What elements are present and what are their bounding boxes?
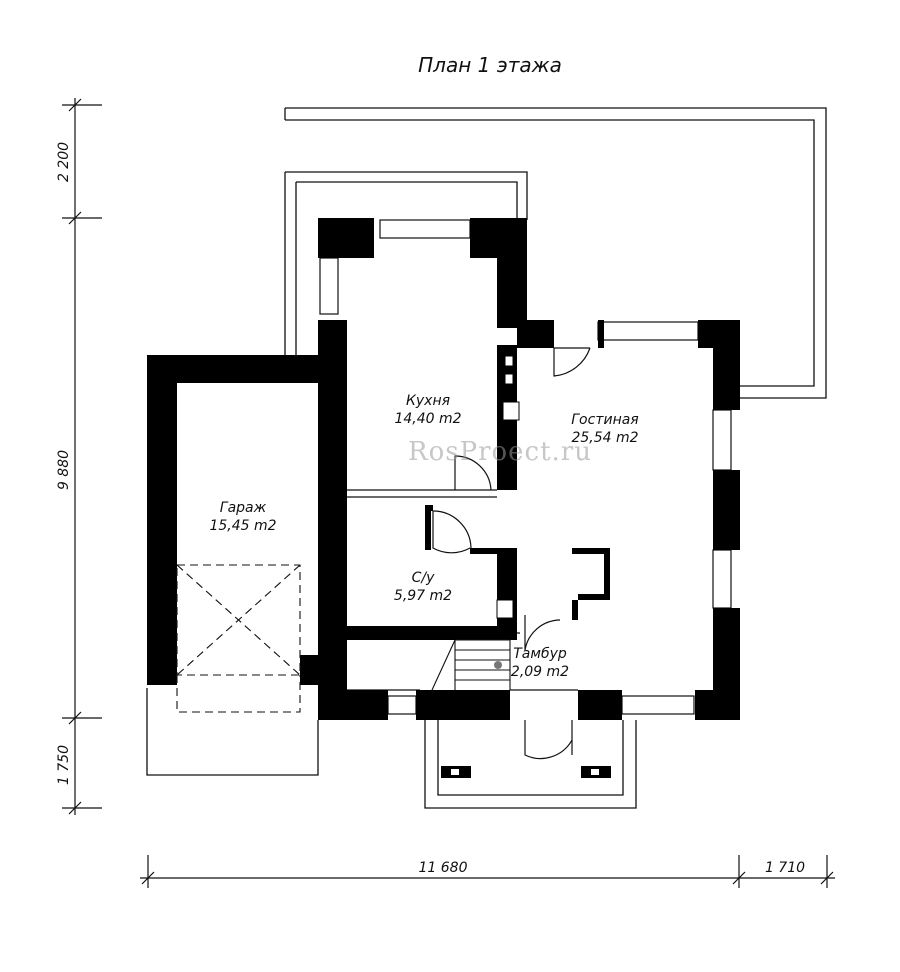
room-garage-name: Гараж <box>220 500 267 516</box>
dim-left-top: 2 200 <box>56 142 72 182</box>
stairs <box>431 639 511 691</box>
garage-pit <box>176 564 301 713</box>
dim-left-middle: 9 880 <box>56 450 72 490</box>
room-garage-area: 15,45 m2 <box>209 518 276 534</box>
doors <box>432 347 591 760</box>
watermark: RosProect.ru <box>408 437 592 467</box>
walls <box>147 218 740 720</box>
room-living-area: 25,54 m2 <box>571 430 638 446</box>
plan-title: План 1 этажа <box>418 53 562 77</box>
room-vestibule-area: 2,09 m2 <box>511 664 569 680</box>
terrace <box>284 107 827 399</box>
dim-bottom-right: 1 710 <box>765 860 805 876</box>
left-dimension-line <box>62 98 102 815</box>
room-bathroom-name: С/у <box>412 570 435 586</box>
garage-apron <box>146 688 319 776</box>
room-vestibule-name: Тамбур <box>513 646 567 662</box>
stair-marker <box>494 661 502 669</box>
room-kitchen-area: 14,40 m2 <box>394 411 461 427</box>
room-bathroom-area: 5,97 m2 <box>394 588 452 604</box>
room-kitchen-name: Кухня <box>406 393 450 409</box>
bottom-dimension-line <box>140 855 835 888</box>
dim-bottom-main: 11 680 <box>419 860 468 876</box>
kitchen-equipment <box>496 355 520 619</box>
entrance-porch <box>424 720 637 809</box>
room-living-name: Гостиная <box>571 412 638 428</box>
porch-columns <box>441 766 611 778</box>
dim-left-bottom: 1 750 <box>56 745 72 785</box>
